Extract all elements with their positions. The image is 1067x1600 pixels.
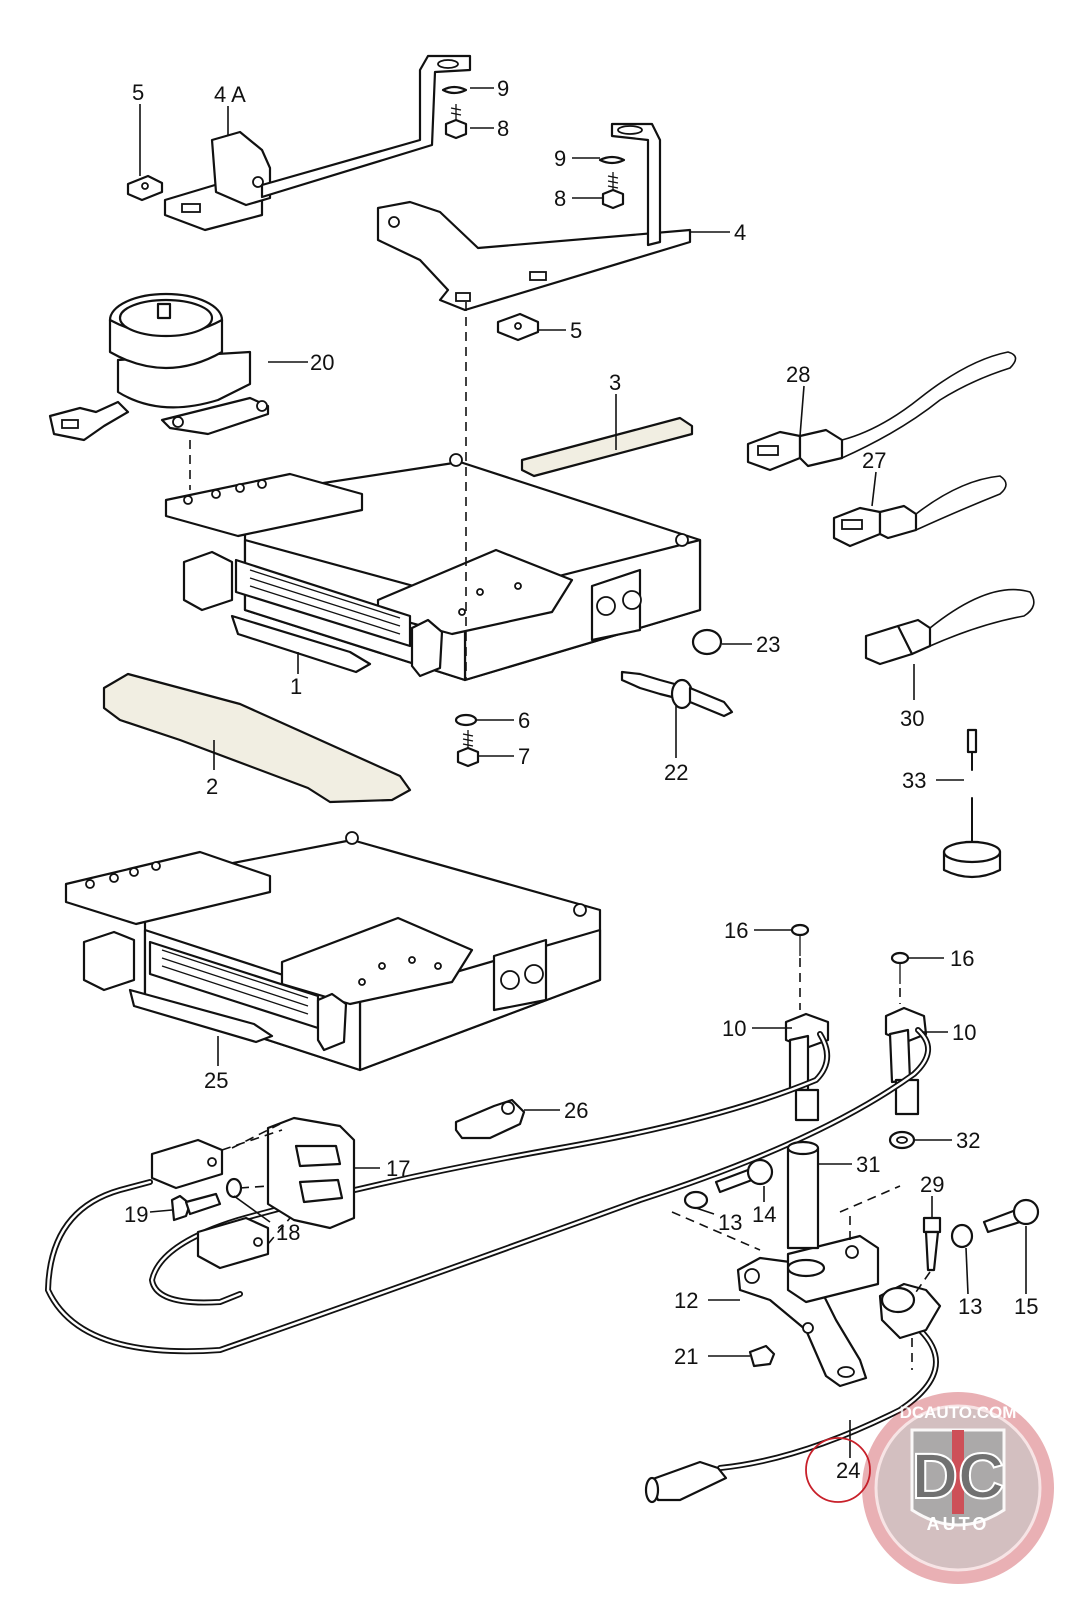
sleeve-31 [786,1140,820,1250]
callout-30: 30 [900,706,924,731]
bracket-4a [163,54,472,232]
sensor-26 [454,1098,526,1140]
washer-9-top [441,85,468,95]
callout-2: 2 [206,774,218,799]
callout-8-mid: 8 [554,186,566,211]
callout-16-left: 16 [724,918,748,943]
bracket-12 [736,1234,880,1388]
control-unit-25 [64,831,602,1072]
washer-9-mid [598,155,626,165]
callout-31: 31 [856,1152,880,1177]
pin-tool-33 [942,728,1002,879]
screw-8-mid [601,172,625,210]
callout-27: 27 [862,448,886,473]
callout-25: 25 [204,1068,228,1093]
callout-9-mid: 9 [554,146,566,171]
jumper-28 [746,351,1017,472]
washer-13-left [683,1190,709,1210]
connector-plug-upper [150,1138,224,1190]
jumper-30 [864,588,1035,666]
callout-22: 22 [664,760,688,785]
bolt-19 [170,1192,222,1222]
washer-6 [454,713,478,727]
speed-sensor-10-left [784,1012,830,1122]
callout-labels: 5 4 A 9 8 9 8 4 5 20 3 28 27 23 1 30 6 7… [124,76,1038,1483]
highlight-circle-24 [805,1437,871,1503]
callout-6: 6 [518,708,530,733]
logo-site-text: DCAUTO.COM [900,1403,1017,1422]
sensor-plug-24 [644,1460,728,1504]
clip-nut-5-top [126,174,164,202]
cap-23 [691,628,723,656]
callout-9-top: 9 [497,76,509,101]
sensor-head-24 [878,1282,942,1340]
callout-10-right: 10 [952,1020,976,1045]
callout-4: 4 [734,220,746,245]
callout-5-top: 5 [132,80,144,105]
callout-4a: 4 A [214,82,246,107]
sensor-cables [44,1027,939,1471]
callout-7: 7 [518,744,530,769]
foam-pad-2 [102,672,412,804]
logo-letters: DC [912,1440,1004,1512]
callout-17: 17 [386,1156,410,1181]
dcauto-logo: DCAUTO.COM DC AUTO [862,1392,1054,1584]
speed-sensor-10-right [884,1006,928,1116]
washer-13-right [950,1223,974,1249]
callout-33: 33 [902,768,926,793]
callout-26: 26 [564,1098,588,1123]
bolt-14 [714,1158,774,1194]
jumper-27 [832,475,1007,548]
callout-13-left: 13 [718,1210,742,1235]
callout-8-top: 8 [497,116,509,141]
plug-21 [748,1344,776,1368]
callout-12: 12 [674,1288,698,1313]
callout-14: 14 [752,1202,776,1227]
control-unit-1 [164,453,702,682]
callout-23: 23 [756,632,780,657]
bolt-15 [982,1198,1040,1234]
callout-15: 15 [1014,1294,1038,1319]
washer-32 [888,1130,916,1150]
callout-3: 3 [609,370,621,395]
callout-13-right: 13 [958,1294,982,1319]
callout-24: 24 [836,1458,860,1483]
clip-nut-5-mid [496,312,540,342]
callout-1: 1 [290,674,302,699]
callout-18: 18 [276,1220,300,1245]
pressure-sensor-20 [48,292,270,442]
callout-10-left: 10 [722,1016,746,1041]
callout-16-right: 16 [950,946,974,971]
bracket-4 [376,122,692,312]
bolt-29 [922,1216,942,1272]
callout-5-mid: 5 [570,318,582,343]
screw-7 [456,730,480,768]
washer-18 [225,1177,243,1199]
logo-word: AUTO [927,1514,990,1534]
callout-28: 28 [786,362,810,387]
callout-29: 29 [920,1172,944,1197]
callout-19: 19 [124,1202,148,1227]
leader-lines [139,87,1027,1458]
callout-21: 21 [674,1344,698,1369]
foam-strip-3 [520,416,694,478]
callout-32: 32 [956,1128,980,1153]
callout-20: 20 [310,350,334,375]
connector-plug-lower [196,1216,270,1270]
assembly-lines [189,302,931,1370]
sensor-22 [620,670,734,718]
screw-8-top [444,104,468,140]
mounting-plate-17 [266,1116,356,1230]
